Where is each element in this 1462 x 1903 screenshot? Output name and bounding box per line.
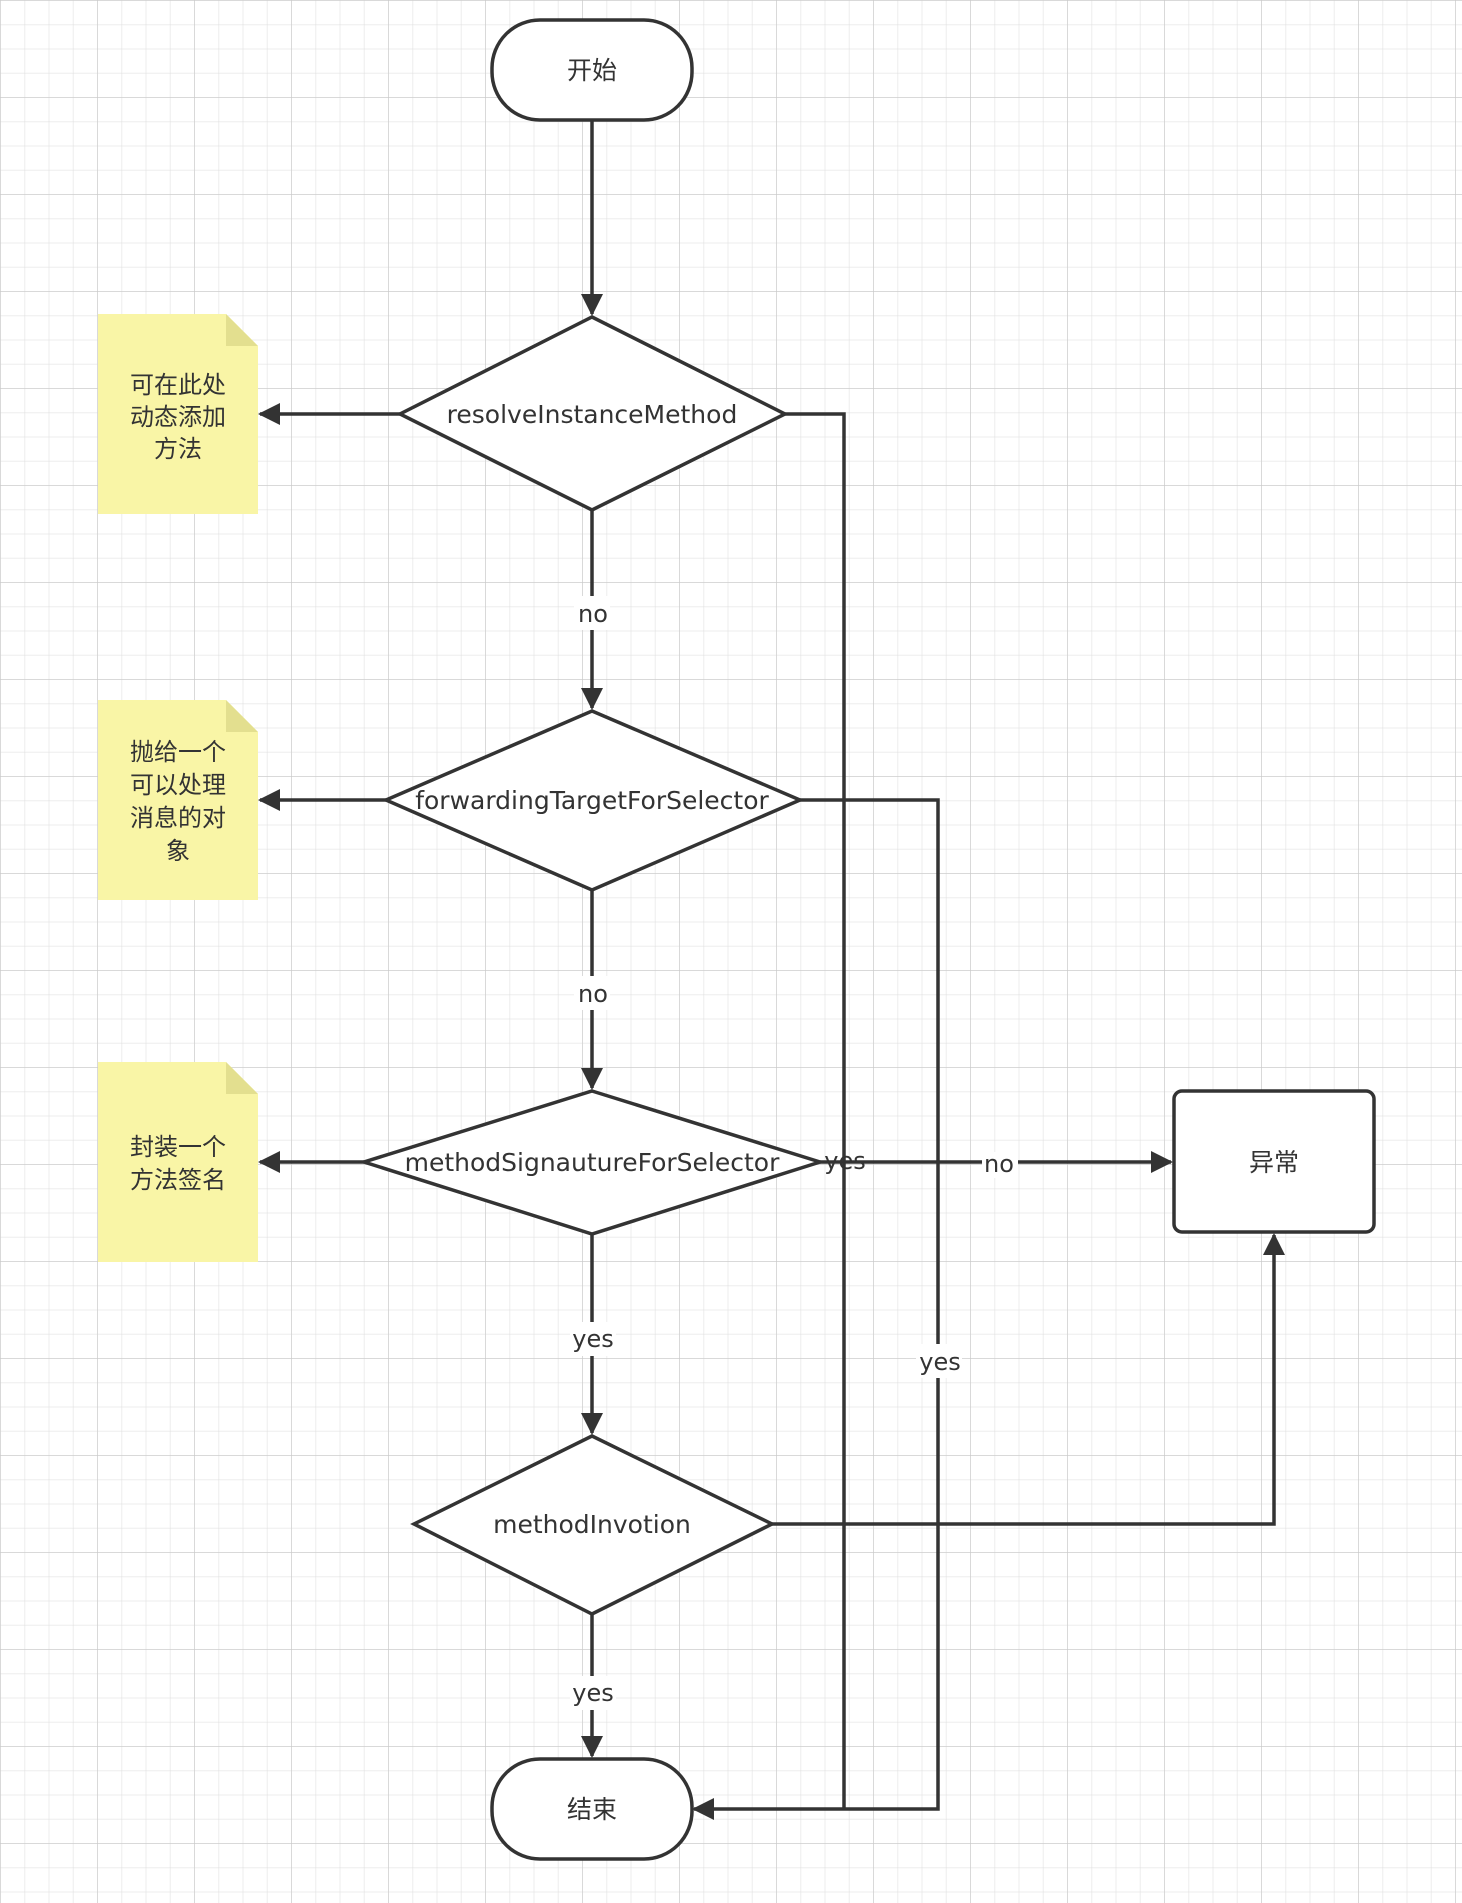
node-resolve: resolveInstanceMethod xyxy=(396,315,789,512)
edge-labels: no no yes yes yes yes no xyxy=(570,596,1018,1710)
label-forwarding-no: no xyxy=(578,980,608,1008)
node-invocation: methodInvotion xyxy=(410,1434,776,1616)
node-exception: 异常 xyxy=(1172,1089,1376,1234)
note-forwarding-line4: 象 xyxy=(166,837,190,865)
node-start-label: 开始 xyxy=(567,56,617,85)
note-resolve-line2: 动态添加 xyxy=(130,403,226,431)
node-end-label: 结束 xyxy=(567,1795,617,1824)
node-start: 开始 xyxy=(490,18,694,122)
edge-resolve-end xyxy=(785,412,846,1809)
label-invocation-yes: yes xyxy=(572,1679,613,1707)
edge-invocation-exception xyxy=(772,1233,1285,1526)
node-resolve-label: resolveInstanceMethod xyxy=(447,400,738,429)
note-forwarding: 抛给一个 可以处理 消息的对 象 xyxy=(98,700,258,900)
node-forwarding-label: forwardingTargetForSelector xyxy=(415,786,769,815)
note-forwarding-line2: 可以处理 xyxy=(130,771,226,799)
label-signature-no: no xyxy=(984,1150,1014,1178)
node-invocation-label: methodInvotion xyxy=(493,1510,691,1539)
note-forwarding-line3: 消息的对 xyxy=(130,804,226,832)
note-resolve-line3: 方法 xyxy=(154,435,202,463)
node-signature-label: methodSignautureForSelector xyxy=(405,1148,780,1177)
note-forwarding-line1: 抛给一个 xyxy=(130,738,226,766)
label-forwarding-yes: yes xyxy=(919,1348,960,1376)
node-forwarding: forwardingTargetForSelector xyxy=(381,709,805,892)
connectors xyxy=(258,120,1285,1820)
label-resolve-yes: yes xyxy=(824,1147,865,1175)
note-signature: 封装一个 方法签名 xyxy=(98,1062,258,1262)
edge-forwarding-end xyxy=(692,798,940,1820)
node-end: 结束 xyxy=(490,1757,694,1861)
node-signature: methodSignautureForSelector xyxy=(358,1089,826,1236)
note-signature-line1: 封装一个 xyxy=(130,1133,226,1161)
label-resolve-no: no xyxy=(578,600,608,628)
note-signature-line2: 方法签名 xyxy=(130,1166,226,1194)
label-signature-yes: yes xyxy=(572,1325,613,1353)
note-resolve-line1: 可在此处 xyxy=(130,371,226,399)
node-exception-label: 异常 xyxy=(1249,1148,1299,1177)
note-resolve: 可在此处 动态添加 方法 xyxy=(98,314,258,514)
